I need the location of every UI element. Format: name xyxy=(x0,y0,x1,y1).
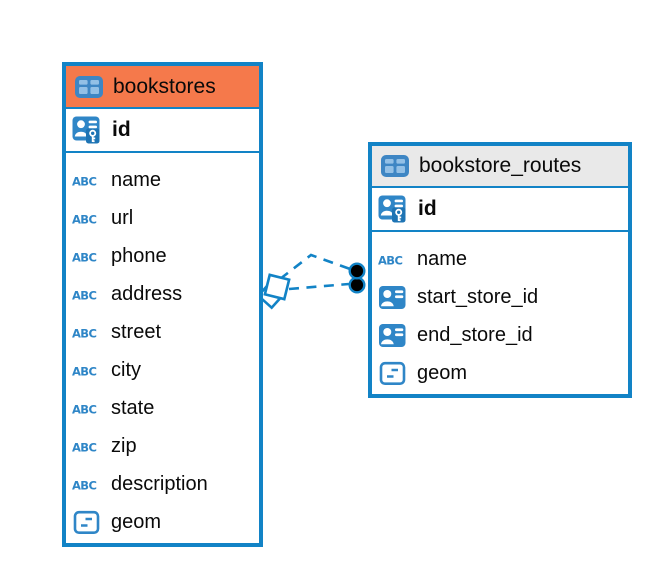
text-type-icon xyxy=(72,168,102,193)
column-row-id[interactable]: id xyxy=(372,188,628,230)
table-title: bookstores xyxy=(113,74,216,98)
relationship-line-1[interactable] xyxy=(279,253,351,281)
relationship-lines[interactable] xyxy=(279,253,351,291)
column-name: name xyxy=(111,168,162,191)
column-row-id[interactable]: id xyxy=(66,109,259,151)
text-type-icon xyxy=(72,472,102,497)
column-name: zip xyxy=(111,434,137,457)
column-name: geom xyxy=(111,510,162,533)
geometry-type-icon xyxy=(378,361,408,386)
column-row-zip[interactable]: zip xyxy=(66,427,259,465)
column-row-city[interactable]: city xyxy=(66,351,259,389)
column-row-url[interactable]: url xyxy=(66,199,259,237)
text-type-icon xyxy=(72,206,102,231)
column-name: city xyxy=(111,358,141,381)
column-row-name[interactable]: name xyxy=(372,240,628,278)
table-title: bookstore_routes xyxy=(419,154,582,177)
column-name: phone xyxy=(111,244,167,267)
primary-key-icon xyxy=(72,116,103,145)
table-icon xyxy=(74,75,104,99)
entity-table-bookstore-routes[interactable]: bookstore_routes id name start_store_id … xyxy=(368,142,632,398)
key-columns-section: id xyxy=(372,188,628,232)
column-name: address xyxy=(111,282,183,305)
column-name: name xyxy=(417,247,468,270)
column-name: geom xyxy=(417,361,468,384)
column-row-geom[interactable]: geom xyxy=(66,503,259,541)
column-row-start-store-id[interactable]: start_store_id xyxy=(372,278,628,316)
key-columns-section: id xyxy=(66,109,259,153)
entity-table-bookstores[interactable]: bookstores id name url phone add xyxy=(62,62,263,547)
table-header-bookstore-routes[interactable]: bookstore_routes xyxy=(372,146,628,188)
column-row-end-store-id[interactable]: end_store_id xyxy=(372,316,628,354)
column-name: url xyxy=(111,206,134,229)
column-row-state[interactable]: state xyxy=(66,389,259,427)
column-name: id xyxy=(112,118,131,141)
text-type-icon xyxy=(72,396,102,421)
text-type-icon xyxy=(72,282,102,307)
text-type-icon xyxy=(72,244,102,269)
text-type-icon xyxy=(378,247,408,272)
primary-key-icon xyxy=(378,195,409,224)
column-name: description xyxy=(111,472,208,495)
column-row-description[interactable]: description xyxy=(66,465,259,503)
column-row-geom[interactable]: geom xyxy=(372,354,628,392)
dot-end-marker-icon xyxy=(348,262,366,294)
column-name: start_store_id xyxy=(417,285,539,308)
table-icon xyxy=(380,154,410,178)
column-name: id xyxy=(418,197,437,220)
column-row-address[interactable]: address xyxy=(66,275,259,313)
column-name: state xyxy=(111,396,155,419)
text-type-icon xyxy=(72,358,102,383)
columns-section: name url phone address street city xyxy=(66,153,259,543)
table-header-bookstores[interactable]: bookstores xyxy=(66,66,259,109)
column-name: street xyxy=(111,320,162,343)
geometry-type-icon xyxy=(72,510,102,535)
foreign-key-icon xyxy=(378,285,408,310)
foreign-key-icon xyxy=(378,323,408,348)
column-row-phone[interactable]: phone xyxy=(66,237,259,275)
text-type-icon xyxy=(72,434,102,459)
relationship-line-2[interactable] xyxy=(288,282,350,291)
column-row-name[interactable]: name xyxy=(66,161,259,199)
columns-section: name start_store_id end_store_id geom xyxy=(372,232,628,394)
column-row-street[interactable]: street xyxy=(66,313,259,351)
column-name: end_store_id xyxy=(417,323,533,346)
text-type-icon xyxy=(72,320,102,345)
